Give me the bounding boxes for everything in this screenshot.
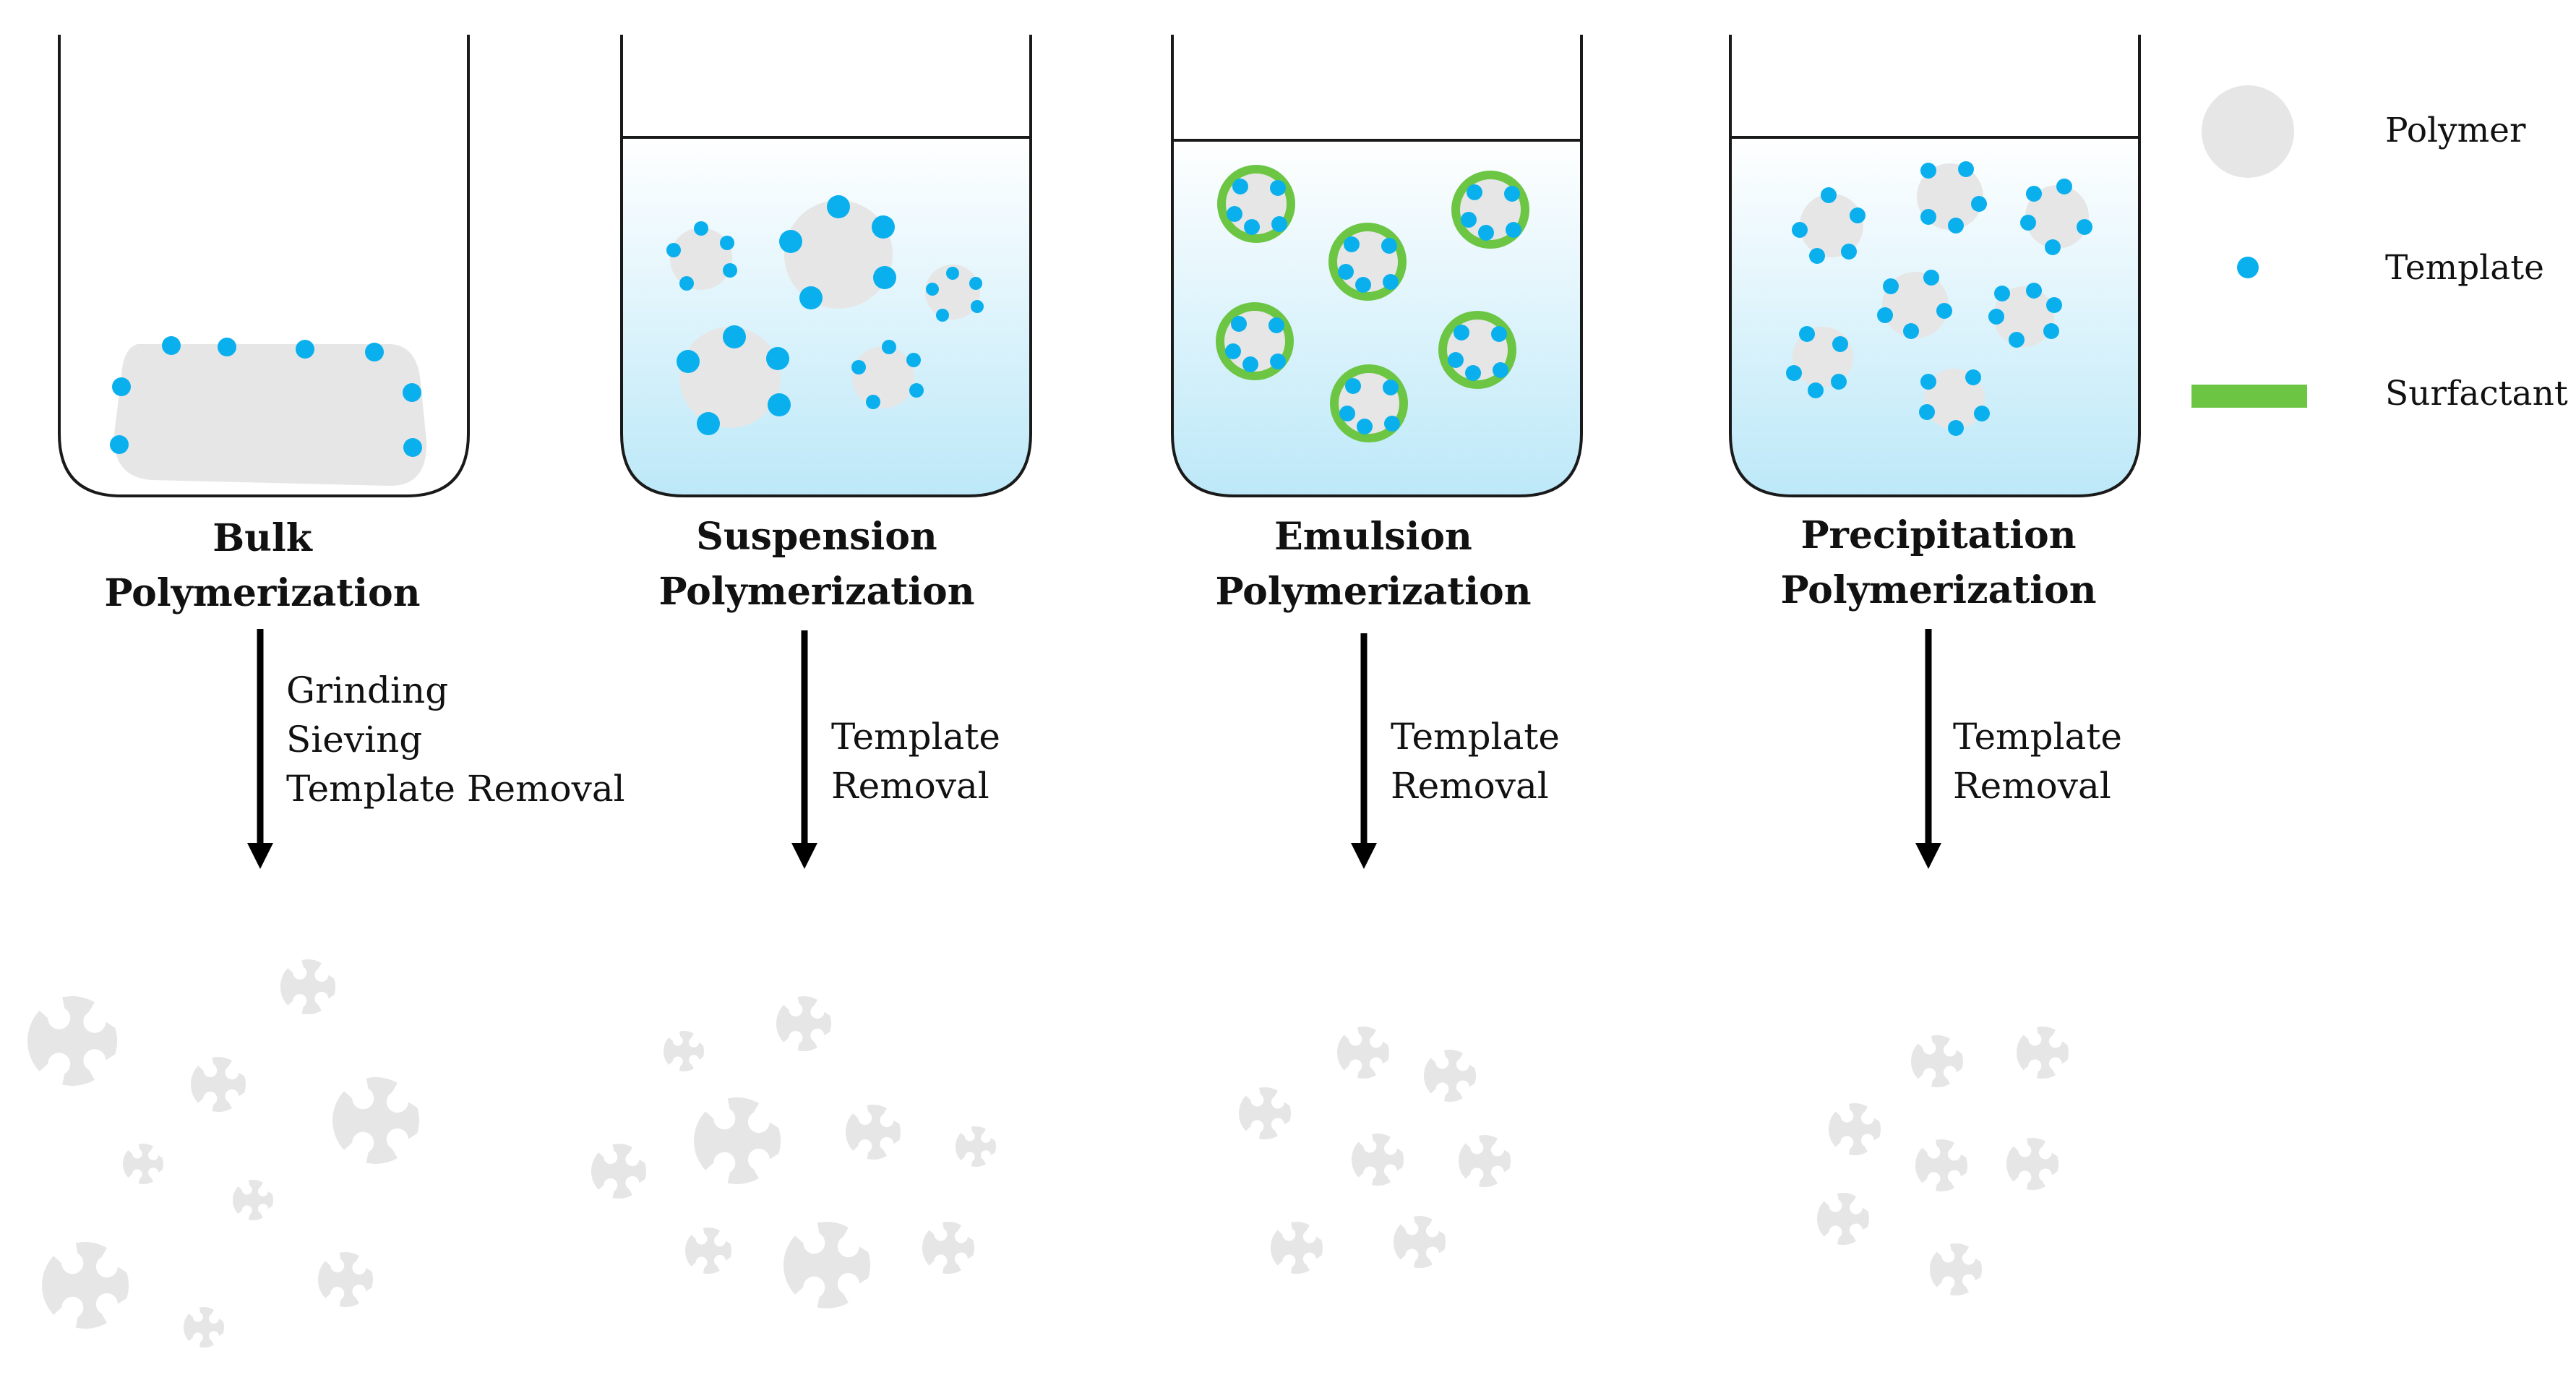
template-dots (110, 336, 422, 457)
column-emulsion: Emulsion Polymerization Template Removal (1171, 35, 1583, 1274)
imprinted-particles-precipitation (1817, 1027, 2069, 1295)
legend-label-polymer: Polymer (2385, 111, 2526, 150)
column-bulk: Bulk Polymerization Grinding Sieving Tem… (27, 35, 625, 1348)
surfactant-bar-icon (2191, 385, 2307, 408)
micelle (1216, 302, 1294, 380)
title-bulk-line2: Polymerization (104, 571, 420, 615)
process-arrow (791, 630, 817, 869)
beaker-precipitation (1729, 35, 2141, 497)
step-removal: Removal (1953, 765, 2111, 807)
solvent (622, 137, 1031, 496)
beaker-bulk (58, 35, 470, 497)
title-emulsion-line1: Emulsion (1274, 515, 1472, 559)
beaker-outline (58, 35, 470, 497)
beaker-outline (620, 35, 1032, 497)
title-bulk-line1: Bulk (212, 516, 313, 560)
process-arrow (1915, 629, 1941, 869)
imprinted-particles-emulsion (1239, 1027, 1511, 1274)
micelle (1451, 171, 1529, 249)
step-removal: Removal (831, 765, 989, 807)
imprinted-particles-suspension (591, 996, 996, 1308)
micelle (1328, 223, 1407, 301)
micelle (1330, 364, 1408, 442)
micelle (1217, 165, 1295, 243)
beaker-outline (1729, 35, 2141, 497)
legend-label-surfactant: Surfactant (2385, 374, 2568, 414)
beaker-emulsion (1171, 35, 1583, 497)
template-dot-icon (2237, 257, 2259, 278)
beaker-suspension (620, 35, 1032, 497)
step-template-removal: Template Removal (286, 768, 625, 810)
template-dots (1786, 161, 2092, 436)
step-template: Template (1391, 716, 1560, 758)
step-removal: Removal (1391, 765, 1549, 807)
beaker-outline (1171, 35, 1583, 497)
step-template: Template (1953, 716, 2122, 758)
title-emulsion-line2: Polymerization (1215, 570, 1531, 614)
step-template: Template (831, 716, 1000, 758)
column-suspension: Suspension Polymerization Template Remov… (591, 35, 1032, 1308)
title-suspension-line2: Polymerization (658, 570, 974, 614)
process-arrow (1351, 633, 1377, 869)
legend: Polymer Template Surfactant (2191, 85, 2568, 414)
process-arrow (247, 629, 273, 869)
title-precipitation-line2: Polymerization (1780, 568, 2096, 612)
polymer-blob-icon (2202, 85, 2294, 178)
polymer-beads (670, 200, 980, 428)
legend-label-template: Template (2385, 248, 2544, 288)
column-precipitation: Precipitation Polymerization Template Re… (1729, 35, 2141, 1295)
micelle (1438, 311, 1516, 389)
step-sieving: Sieving (286, 719, 422, 761)
title-suspension-line1: Suspension (696, 515, 937, 559)
template-dots (666, 195, 984, 435)
step-grinding: Grinding (286, 669, 448, 711)
polymer-slab (113, 344, 427, 486)
title-precipitation-line1: Precipitation (1800, 513, 2076, 557)
imprinted-particles-bulk (27, 959, 419, 1348)
